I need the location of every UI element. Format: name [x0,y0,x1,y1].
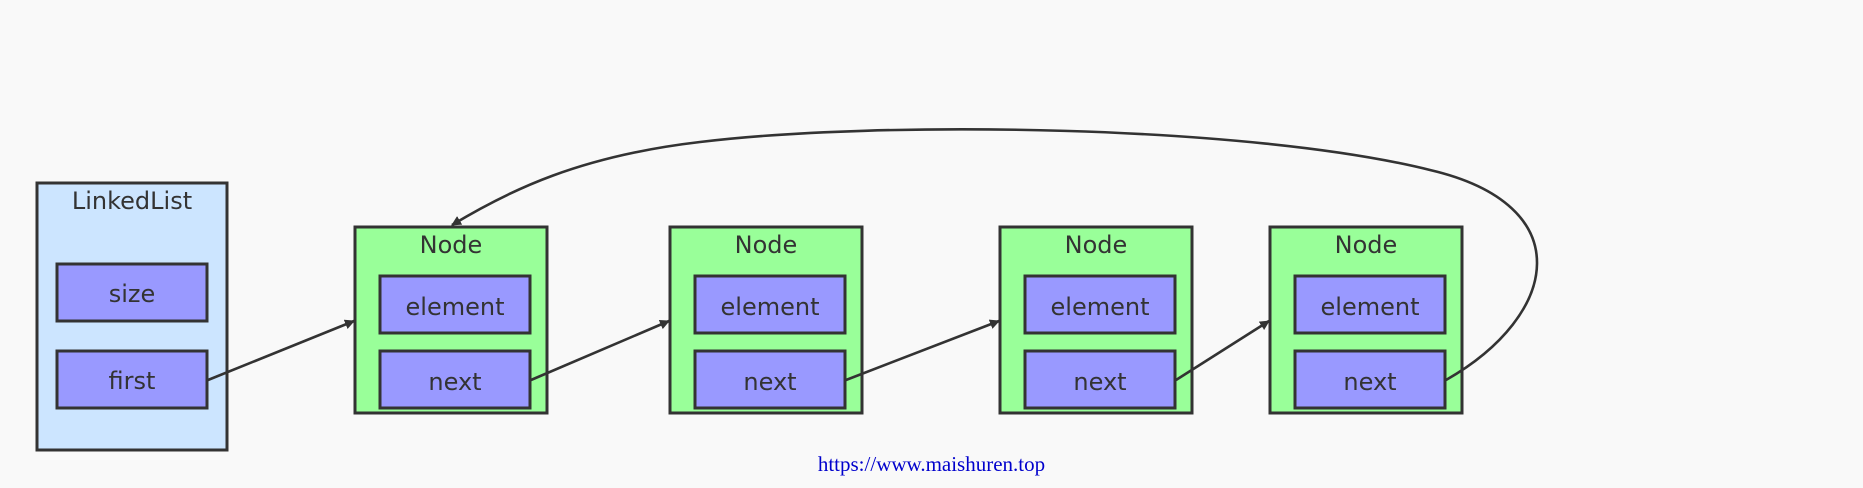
field-next: next [1023,349,1177,410]
edge-first-to-node-1 [207,319,355,382]
field-element: element [1023,274,1177,335]
watermark-link[interactable]: https://www.maishuren.top [817,452,1046,476]
field-first-label: first [109,367,156,395]
field-element-label: element [1321,293,1420,321]
field-first: first [55,349,209,410]
node-box: Node element next [668,225,864,415]
edge-next-node-2-to-node-3 [845,319,1000,382]
field-element: element [378,274,532,335]
node-title: Node [420,231,483,259]
field-next-label: next [1343,368,1396,396]
field-element-label: element [1051,293,1150,321]
field-next-label: next [1073,368,1126,396]
edge-next-node-1-to-node-2 [530,319,670,382]
linked-list-box: LinkedList size first [35,181,229,452]
node-title: Node [1065,231,1128,259]
field-next-label: next [428,368,481,396]
field-element: element [693,274,847,335]
node-box: Node element next [1268,225,1464,415]
field-next-label: next [743,368,796,396]
node-title: Node [735,231,798,259]
field-element-label: element [406,293,505,321]
field-element: element [1293,274,1447,335]
field-next: next [1293,349,1447,410]
node-box: Node element next [998,225,1194,415]
field-next: next [378,349,532,410]
node-title: Node [1335,231,1398,259]
linked-list-title: LinkedList [72,187,192,215]
node-box: Node element next [353,225,549,415]
field-next: next [693,349,847,410]
field-element-label: element [721,293,820,321]
edge-next-node-4-to-node-1 [451,128,1539,382]
field-size-label: size [109,280,156,308]
edge-next-node-3-to-node-4 [1175,319,1270,382]
field-size: size [55,262,209,323]
